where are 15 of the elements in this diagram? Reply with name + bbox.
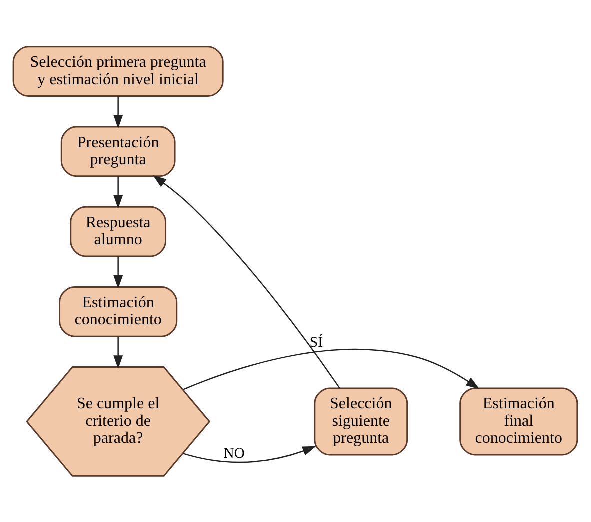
arrow <box>114 336 124 369</box>
node-box: Estimación conocimiento <box>59 286 178 337</box>
arrow <box>114 176 124 208</box>
node-box: Estimación final conocimiento <box>460 387 578 456</box>
arrow <box>152 174 340 388</box>
edge-label: NO <box>224 446 245 462</box>
node-box: Respuesta alumno <box>70 206 167 257</box>
arrow <box>183 348 480 390</box>
arrow <box>114 96 124 128</box>
edge-label: SÍ <box>310 334 324 350</box>
node-box: Selección primera pregunta y estimación nivel inicial <box>12 46 224 96</box>
node-box: Selección siguiente pregunta <box>314 387 408 456</box>
node-box: Presentación pregunta <box>60 126 176 177</box>
arrow <box>183 446 316 463</box>
arrow <box>114 256 124 288</box>
